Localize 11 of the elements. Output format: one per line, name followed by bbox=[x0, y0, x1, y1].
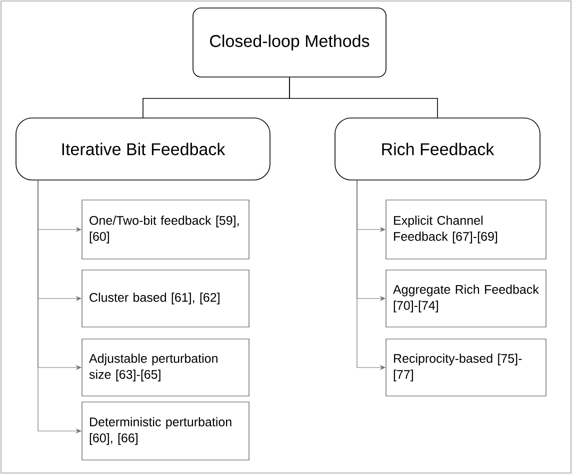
method-box: Reciprocity-based [75]-[77] bbox=[386, 338, 546, 396]
method-box: Adjustable perturbation size [63]-[65] bbox=[82, 338, 250, 396]
method-box: One/Two-bit feedback [59], [60] bbox=[82, 200, 250, 260]
method-box: Deterministic perturbation [60], [66] bbox=[82, 402, 250, 460]
method-box: Explicit Channel Feedback [67]-[69] bbox=[386, 200, 546, 260]
connector bbox=[289, 77, 438, 118]
method-box: Cluster based [61], [62] bbox=[82, 270, 250, 328]
category-box: Rich Feedback bbox=[334, 118, 540, 180]
title-box: Closed-loop Methods bbox=[192, 8, 386, 78]
category-box: Iterative Bit Feedback bbox=[16, 118, 270, 180]
method-box: Aggregate Rich Feedback [70]-[74] bbox=[386, 270, 546, 328]
